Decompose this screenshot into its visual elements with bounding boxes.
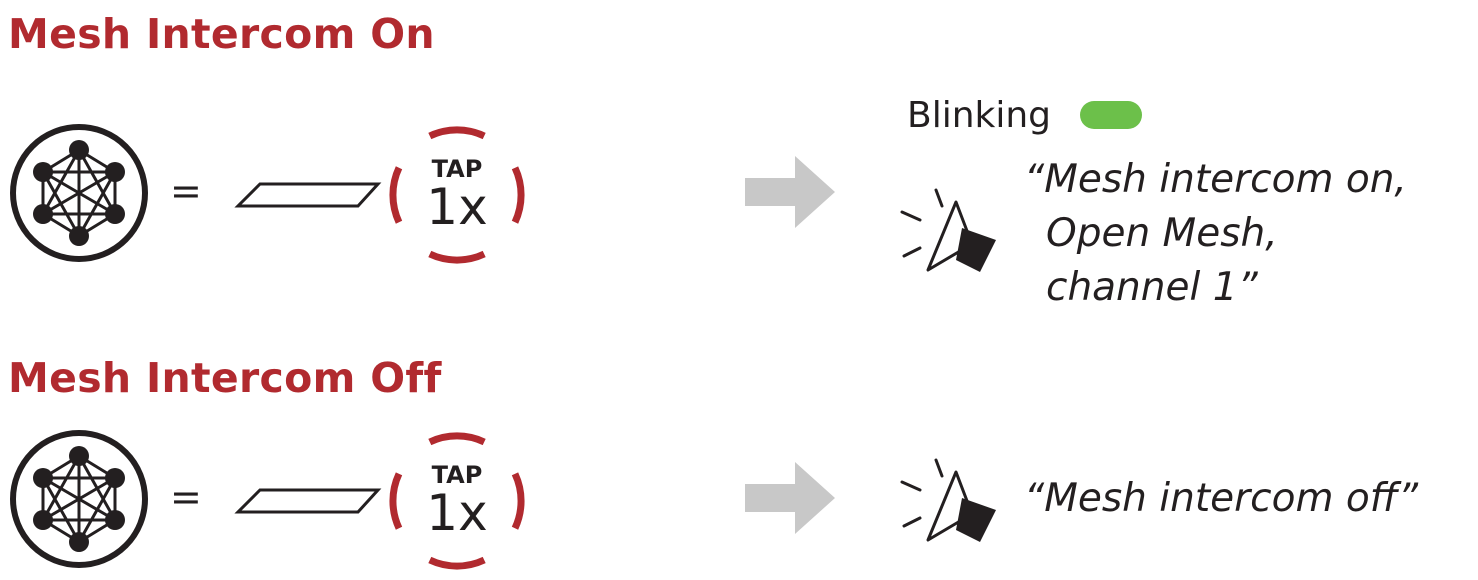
section-heading: Mesh Intercom On [8,10,435,58]
voice-prompt-line: Open Mesh, [1046,211,1278,256]
mesh-network-button-icon [10,430,148,568]
equals-sign: = [170,169,202,213]
tap-ring-icon [389,126,525,264]
voice-prompt: “Mesh intercom on, Open Mesh, channel 1” [1024,153,1407,315]
voice-prompt-line: “Mesh intercom off” [1024,476,1419,521]
speaker-icon [900,188,996,272]
voice-prompt-line: channel 1” [1046,265,1258,310]
tap-label: TAP [431,461,483,489]
speaker-icon [900,458,996,542]
section-heading: Mesh Intercom Off [8,354,442,402]
voice-prompt: “Mesh intercom off” [1024,472,1418,526]
equals-sign: = [170,475,202,519]
tap-label: TAP [431,155,483,183]
tap-count: 1x [426,178,488,236]
voice-prompt-line: “Mesh intercom on, [1024,157,1407,202]
led-green-indicator [1080,101,1142,129]
mesh-network-button-icon [10,124,148,262]
led-status-label: Blinking [907,95,1052,136]
tap-ring-icon [389,432,525,570]
arrow-right-icon [745,462,835,534]
arrow-right-icon [745,156,835,228]
button-press-icon [234,488,382,514]
tap-count: 1x [426,484,488,542]
button-press-icon [234,182,382,208]
